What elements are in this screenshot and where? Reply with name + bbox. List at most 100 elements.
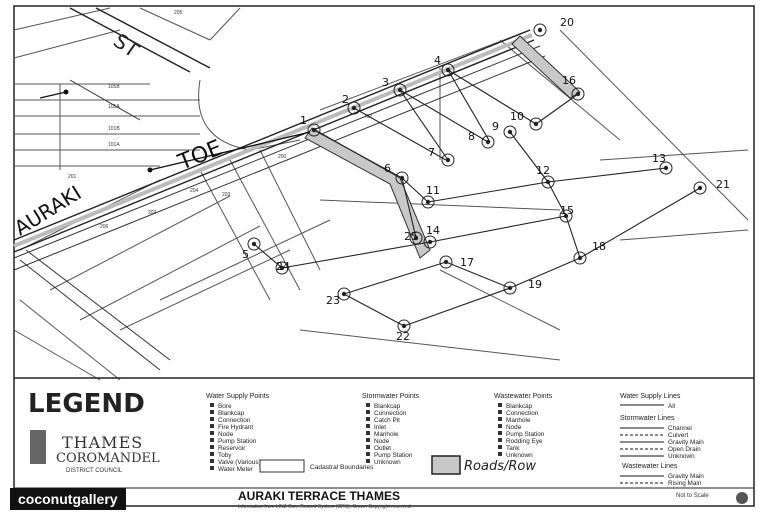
node-number: 20 — [560, 16, 574, 29]
node-number: 3 — [382, 76, 389, 89]
legend-item-label: Manhole — [506, 417, 531, 424]
node-marker: 4 — [434, 54, 455, 77]
roads-handwritten-label: Roads/Row — [464, 459, 536, 474]
legend-symbol — [366, 438, 370, 442]
legend-symbol — [210, 403, 214, 407]
node-marker: 10 — [510, 110, 543, 131]
node-number: 1 — [300, 114, 307, 127]
node-dot — [697, 185, 703, 191]
node-number: 14 — [426, 224, 440, 237]
legend-columns: Water Supply Points BoreBlankcapConnecti… — [206, 393, 704, 487]
node-circle — [573, 251, 587, 265]
legend-item-label: Blankcap — [218, 410, 245, 417]
node-circle — [503, 281, 517, 295]
legend-symbol — [210, 424, 214, 428]
node-circle — [659, 161, 673, 175]
node-marker: 3 — [382, 76, 407, 97]
node-number: 15 — [560, 204, 574, 217]
legend-item-label: Connection — [374, 410, 407, 417]
legend-symbol — [498, 417, 502, 421]
parcel-number: 200 — [278, 154, 287, 160]
legend-symbol — [366, 417, 370, 421]
node-markers: 1234567891011121314151617181920212223242… — [242, 16, 730, 343]
water-points-heading: Water Supply Points — [206, 393, 270, 400]
node-dot — [577, 255, 583, 261]
legend-symbol — [498, 403, 502, 407]
legend-item-label: Node — [506, 424, 522, 431]
logo-line-council: DISTRICT COUNCIL — [66, 468, 123, 474]
legend-item-label: Pump Station — [374, 452, 413, 459]
node-circle — [275, 261, 289, 275]
legend-item-label: Tank — [506, 445, 520, 452]
node-number: 8 — [468, 130, 475, 143]
node-circle — [347, 101, 361, 115]
node-dot — [351, 105, 357, 111]
legend-symbol — [366, 424, 370, 428]
node-dot — [537, 27, 543, 33]
parcel-number: 105A — [108, 104, 120, 110]
node-marker: 8 — [468, 130, 495, 149]
legend-symbol — [366, 410, 370, 414]
node-marker: 25 — [404, 230, 423, 245]
node-marker: 23 — [326, 287, 351, 307]
legend-item-label: Gravity Main — [668, 439, 704, 446]
cadastral-swatch — [259, 459, 305, 473]
waste-points-heading: Wastewater Points — [494, 393, 553, 400]
node-dot — [485, 139, 491, 145]
node-number: 12 — [536, 164, 550, 177]
legend-symbol — [210, 445, 214, 449]
node-number: 5 — [242, 248, 249, 261]
legend-item-label: Open Drain — [668, 446, 701, 453]
legend-item-label: Catch Pit — [374, 417, 400, 424]
legend-item-label: Blankcap — [374, 403, 401, 410]
legend-symbol — [498, 438, 502, 442]
node-dot — [575, 91, 581, 97]
legend-symbol — [498, 410, 502, 414]
legend-item-label: Node — [374, 438, 390, 445]
node-circle — [423, 235, 437, 249]
legend-item-label: Channel — [668, 425, 692, 432]
node-marker: 21 — [693, 178, 730, 195]
node-circle — [541, 175, 555, 189]
node-circle — [393, 83, 407, 97]
node-dot — [533, 121, 539, 127]
node-marker: 22 — [396, 319, 411, 343]
parcel-numbers: 205 105B 105A 101B 101A 201 202 200 204 … — [68, 10, 373, 230]
cadastral-boundaries — [13, 7, 749, 381]
node-marker: 16 — [562, 74, 585, 101]
node-marker: 19 — [503, 278, 542, 295]
node-circle — [395, 171, 409, 185]
node-marker: 13 — [652, 152, 673, 175]
parcel-number: 105B — [108, 84, 120, 90]
node-circle — [559, 209, 573, 223]
node-circle — [441, 153, 455, 167]
legend-item-label: Fire Hydrant — [218, 424, 253, 431]
node-circle — [693, 181, 707, 195]
node-circle — [503, 125, 517, 139]
node-dot — [445, 67, 451, 73]
logo-line-coromandel: COROMANDEL — [56, 451, 160, 466]
parcel-number: 101B — [108, 126, 120, 132]
node-circle — [421, 195, 435, 209]
legend-item-label: Node — [218, 431, 234, 438]
node-dot — [545, 179, 551, 185]
legend-item-label: Rising Main — [668, 480, 702, 487]
water-lines-item: All — [668, 403, 675, 410]
waste-lines-heading: Wastewater Lines — [622, 463, 678, 470]
parcel-number: 206 — [100, 224, 109, 230]
parcel-number: 204 — [190, 188, 199, 194]
cadastral-label: Cadastral Boundaries — [310, 464, 374, 471]
parcel-number: 202 — [148, 210, 157, 216]
north-arrow-icon — [736, 492, 748, 504]
legend-symbol — [366, 459, 370, 463]
legend-item-label: Rodding Eye — [506, 438, 543, 445]
node-dot — [251, 241, 257, 247]
street-label-st: ST — [109, 28, 144, 62]
node-circle — [533, 23, 547, 37]
node-marker: 1 — [300, 114, 321, 137]
legend-symbol — [210, 431, 214, 435]
